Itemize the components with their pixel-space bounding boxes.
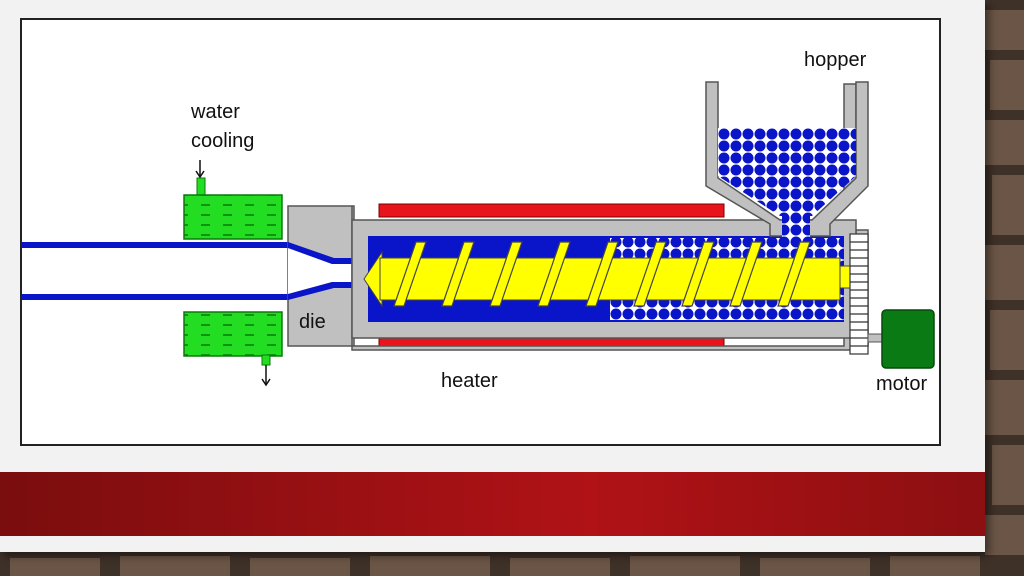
label-motor: motor: [876, 373, 928, 395]
heater-top: [378, 203, 725, 218]
extruder-drawing: [22, 81, 935, 387]
hopper: [705, 81, 869, 238]
label-die: die: [299, 311, 326, 333]
water-cooling-tank-top: [183, 177, 283, 240]
water-cooling-tank-bottom: [183, 311, 283, 366]
water-out-arrow-icon: [261, 365, 271, 387]
slide: water cooling hopper die heater motor: [0, 0, 985, 552]
label-cooling-line2: cooling: [191, 130, 255, 152]
footer-band: [0, 472, 985, 536]
motor-icon: [867, 309, 935, 369]
screw: [363, 241, 851, 308]
extruded-profile: [22, 242, 290, 300]
label-hopper: hopper: [804, 49, 867, 71]
extruder-diagram: water cooling hopper die heater motor: [20, 18, 941, 446]
label-heater: heater: [441, 370, 498, 392]
die: [287, 205, 355, 347]
label-water-line1: water: [191, 101, 240, 123]
gear-icon: [849, 233, 869, 355]
water-in-arrow-icon: [195, 160, 205, 179]
